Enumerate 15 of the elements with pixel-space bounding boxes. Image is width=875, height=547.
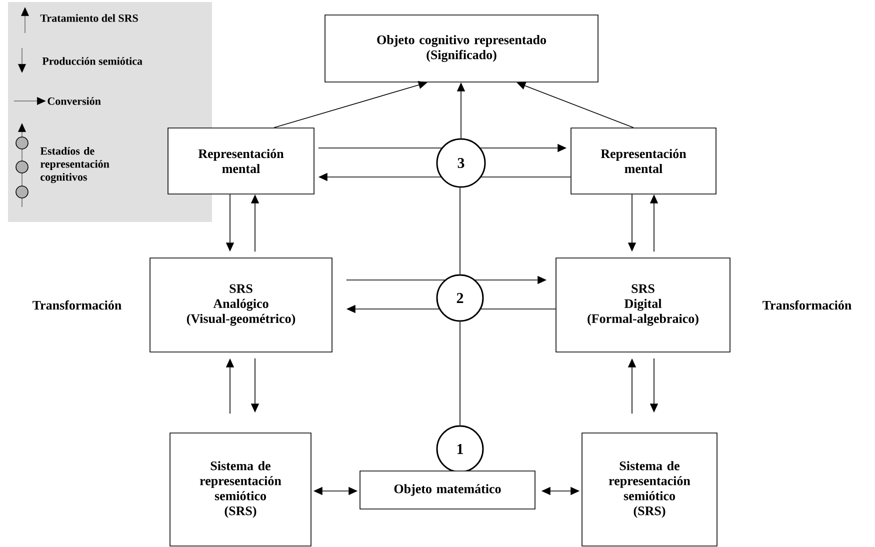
concept-box: Sistema de representación semiótico (SRS): [170, 432, 312, 546]
concept-box: SRS Analógico (Visual-geométrico): [150, 258, 332, 352]
connector-line: [480, 176, 571, 178]
concept-box: Sistema de representación semiótico (SRS): [582, 432, 718, 546]
concept-box: Representación mental: [570, 128, 716, 194]
legend-label: Estadíos de representación cognitivos: [40, 146, 110, 184]
concept-box: SRS Digital (Formal-algebraico): [556, 258, 730, 352]
legend-label: Producción semiótica: [42, 57, 142, 65]
side-label: Transformación: [762, 300, 852, 310]
legend-label: Tratamiento del SRS: [40, 14, 138, 22]
concept-box: Objeto cognitivo representado (Significado): [324, 14, 598, 82]
side-label: Transformación: [32, 300, 122, 310]
legend-label: Conversión: [48, 97, 101, 105]
connector-line: [480, 308, 556, 310]
concept-box: Representación mental: [168, 128, 314, 194]
